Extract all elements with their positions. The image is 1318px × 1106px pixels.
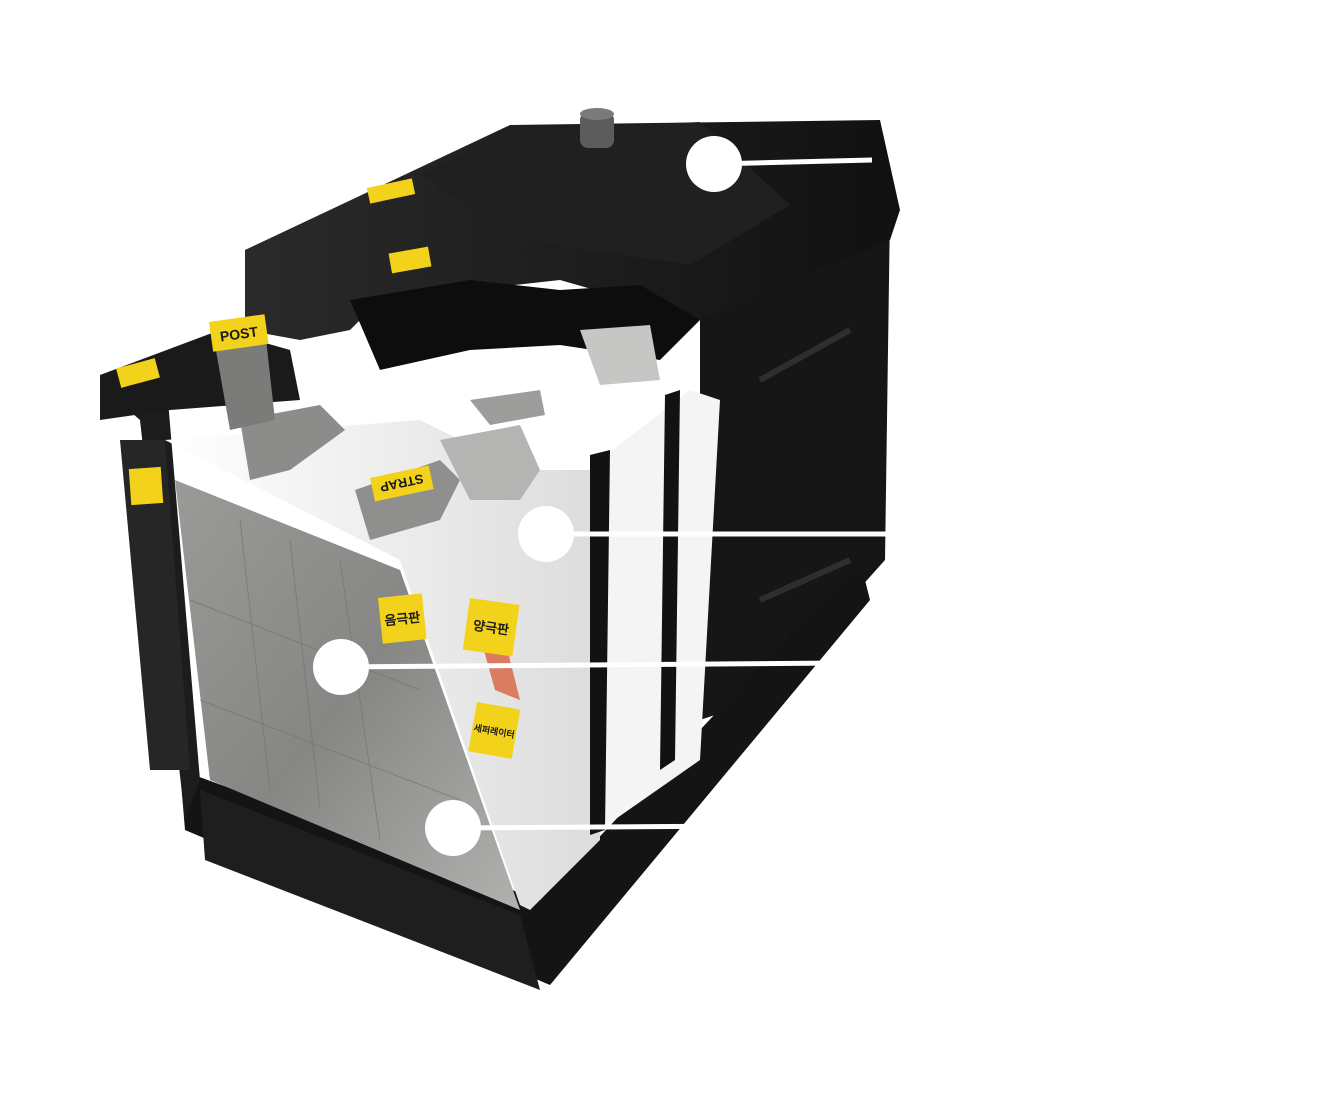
callout-1 [686,136,873,192]
negative-plate-tag: 음극판 [378,593,427,644]
component-tags: POST STRAP 음극판 양극판 세퍼레이터 [116,178,521,759]
callouts [313,136,944,856]
callout-4 [425,800,747,856]
callout-3 [313,639,846,695]
cell-element [165,325,720,910]
strap-tag: STRAP [370,465,434,502]
post-tag-label: POST [219,323,259,344]
post-tag: POST [209,314,269,352]
corner-tag [116,358,160,388]
lid-tag [388,246,432,274]
negative-plate [175,480,520,910]
side-tag [128,466,164,506]
lid-tag-2 [366,178,416,204]
negative-plate-tag-label: 음극판 [384,610,421,629]
separator-tag: 세퍼레이터 [468,702,521,759]
positive-plate-tag-label: 양극판 [472,618,510,638]
strap [240,405,345,480]
positive-plate-tag: 양극판 [462,598,520,657]
callout-2 [518,506,944,562]
post-conductor [215,330,275,430]
